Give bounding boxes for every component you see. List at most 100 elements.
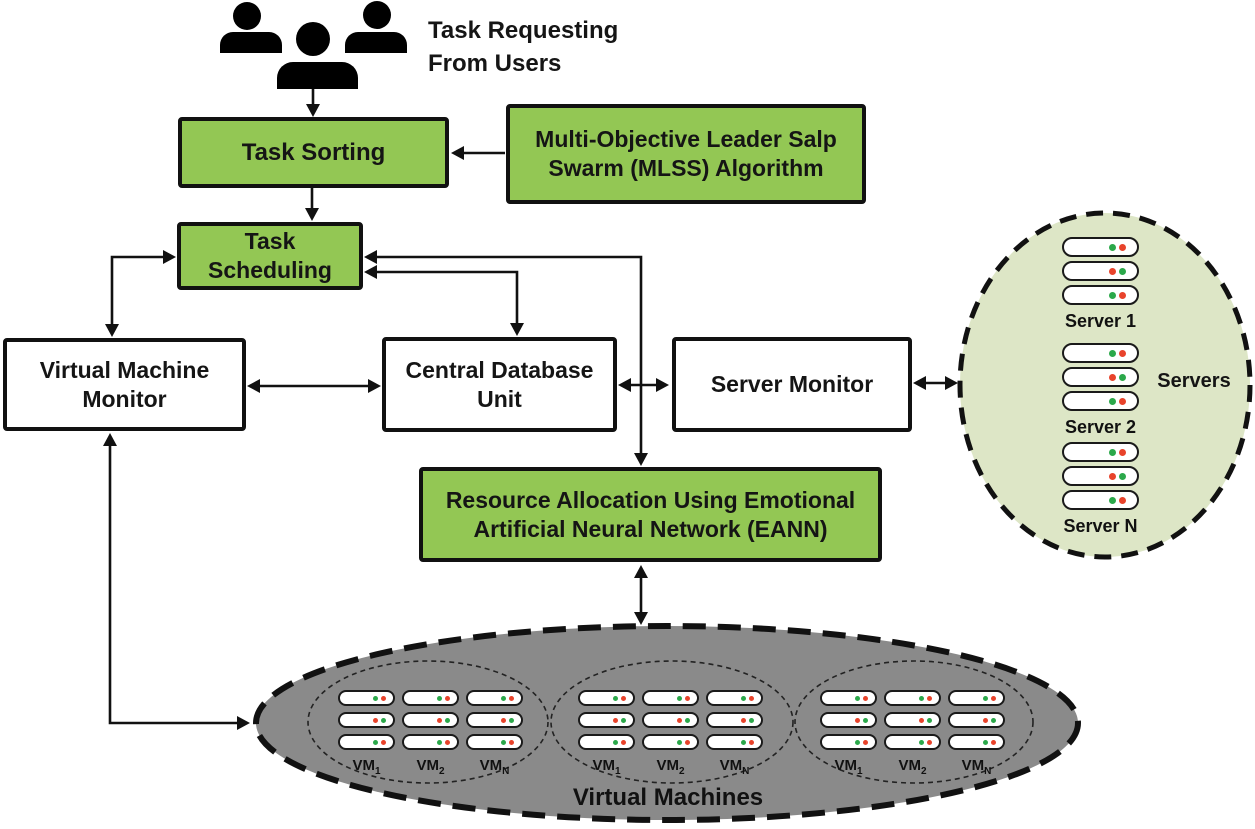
server-unit [1062,285,1139,305]
server-group-label: Server 1 [1064,311,1137,331]
status-led-red-icon [509,739,514,745]
status-led-red-icon [445,739,450,745]
status-led-red-icon [621,695,626,701]
status-led-red-icon [863,695,868,701]
server-group-label: Server 2 [1064,417,1137,437]
vm-unit [578,712,635,728]
vm-column-label: VM2 [656,757,685,777]
status-led-red-icon [855,717,860,723]
vm-unit [402,690,459,706]
vm-unit [402,734,459,750]
server-unit [1062,391,1139,411]
vm-column-label: VMN [961,757,992,777]
vm-column-label: VMN [479,757,510,777]
vm-unit [338,734,395,750]
status-led-green-icon [1109,291,1116,299]
vm-unit [642,690,699,706]
status-led-green-icon [613,739,618,745]
status-led-red-icon [983,717,988,723]
server-group-n: Server N [1062,442,1139,537]
vm-unit [884,690,941,706]
status-led-red-icon [685,739,690,745]
status-led-green-icon [749,717,754,723]
arrow-task-scheduling-eann [376,255,643,454]
server-group-label: Server N [1063,516,1138,536]
status-led-green-icon [855,695,860,701]
status-led-green-icon [1109,397,1116,405]
vm-group-3: VM1 VM2 VMN [820,690,1005,777]
status-led-green-icon [621,717,626,723]
vm-host-ellipse-3 [794,660,1034,784]
status-led-red-icon [437,717,442,723]
status-led-red-icon [381,695,386,701]
vm-unit [884,734,941,750]
status-led-green-icon [983,695,988,701]
vm-unit [948,690,1005,706]
vm-unit [578,734,635,750]
vm-unit [642,734,699,750]
status-led-green-icon [919,739,924,745]
server-unit [1062,466,1139,486]
status-led-red-icon [501,717,506,723]
status-led-red-icon [1119,496,1126,504]
status-led-green-icon [1109,243,1116,251]
status-led-red-icon [613,717,618,723]
status-led-green-icon [863,717,868,723]
status-led-red-icon [373,717,378,723]
users-caption: Task Requesting From Users [428,17,619,78]
status-led-green-icon [381,717,386,723]
server-unit [1062,237,1139,257]
task-scheduling-node: Task Scheduling [177,222,363,290]
status-led-red-icon [1119,397,1126,405]
status-led-green-icon [613,695,618,701]
vm-unit [466,712,523,728]
status-led-green-icon [991,717,996,723]
status-led-red-icon [749,739,754,745]
status-led-red-icon [677,717,682,723]
server-group-1: Server 1 [1062,237,1139,332]
status-led-green-icon [501,739,506,745]
virtual-machine-monitor-node: Virtual Machine Monitor [3,338,246,431]
status-led-green-icon [685,717,690,723]
status-led-green-icon [1109,349,1116,357]
vm-cluster-label: Virtual Machines [572,784,764,811]
vm-unit [820,734,877,750]
vm-group-1: VM1 VM2 VMN [338,690,523,777]
status-led-green-icon [445,717,450,723]
status-led-green-icon [1119,373,1126,381]
status-led-green-icon [677,739,682,745]
status-led-red-icon [1109,373,1116,381]
status-led-green-icon [855,739,860,745]
status-led-red-icon [919,717,924,723]
vm-unit [338,690,395,706]
vm-column-label: VMN [719,757,750,777]
vm-column-label: VM1 [834,757,863,777]
servers-cluster-label: Servers [1157,370,1231,392]
arrow-task-scheduling-vm-monitor [110,255,164,325]
status-led-red-icon [445,695,450,701]
status-led-red-icon [1119,448,1126,456]
vm-unit [338,712,395,728]
vm-unit [402,712,459,728]
status-led-green-icon [1119,472,1126,480]
central-database-unit-node: Central Database Unit [382,337,617,432]
vm-unit [578,690,635,706]
status-led-red-icon [621,739,626,745]
vm-unit [884,712,941,728]
status-led-green-icon [1109,448,1116,456]
server-unit [1062,261,1139,281]
vm-unit [706,734,763,750]
status-led-red-icon [685,695,690,701]
status-led-red-icon [509,695,514,701]
status-led-red-icon [927,739,932,745]
status-led-red-icon [991,695,996,701]
server-unit [1062,367,1139,387]
status-led-green-icon [509,717,514,723]
status-led-green-icon [1119,267,1126,275]
status-led-red-icon [1109,472,1116,480]
vm-unit [706,690,763,706]
arrowheads [103,104,958,730]
status-led-green-icon [1109,496,1116,504]
